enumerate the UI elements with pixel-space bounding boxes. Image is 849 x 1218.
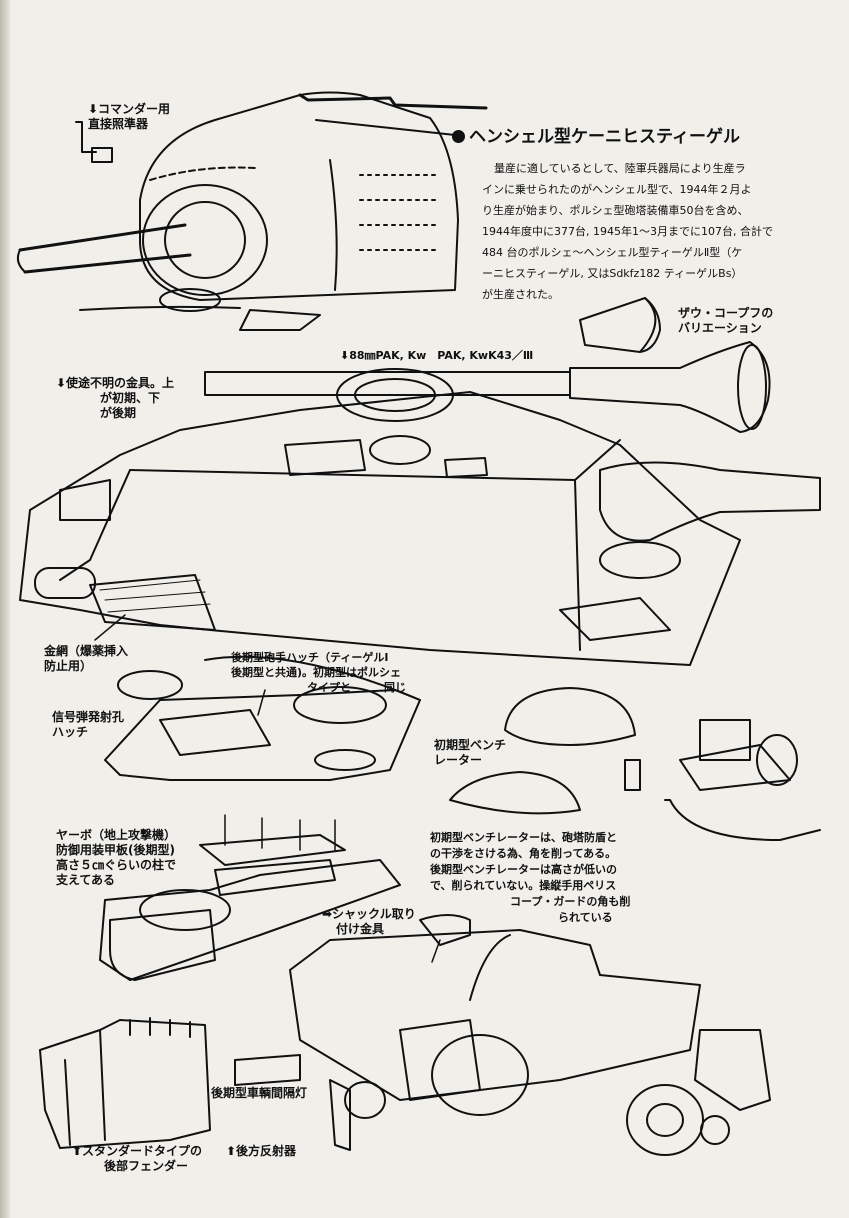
turret-top-view-illustration — [19, 368, 821, 666]
armor-plate-label: ヤーボ（地上攻撃機） 防御用装甲板(後期型) 高さ５㎝ぐらいの柱で 支えてある — [56, 828, 177, 887]
mantlet-variation-illustration — [204, 297, 771, 433]
article-body: 量産に適しているとして、陸軍兵器局により生産ラ インに乗せられたのがヘンシェル型… — [482, 162, 773, 301]
commander-sight-label: ⬇コマンダー用直接照準器 — [88, 102, 171, 131]
ventilator-note: 初期型ベンチレーターは、砲塔防盾と の干渉をさける為、角を削ってある。 後期型ベ… — [430, 831, 631, 924]
article-heading: ヘンシェル型ケーニヒスティーゲル — [452, 122, 740, 147]
hull-rear-illustration — [234, 914, 771, 1156]
fitting-label: ⬇使途不明の金具。上 が初期、下 が後期 — [56, 376, 175, 420]
reflector-label: ⬆後方反射器 — [226, 1144, 297, 1158]
turret-zimmerit-illustration — [16, 91, 488, 331]
armor-plate-illustration — [99, 814, 401, 981]
rear-fender-illustration — [39, 1017, 211, 1149]
gun-label: ⬇88㎜PAK, Kw PAK, KwK43／Ⅲ — [340, 349, 534, 362]
mesh-label: 金網（爆薬挿入防止用） — [44, 644, 129, 673]
ventilator-illustration — [449, 687, 821, 841]
early-ventilator-label: 初期型ベンチレーター — [434, 738, 507, 767]
shackle-label: ➡シャックル取り付け金具 — [322, 907, 416, 936]
rear-fender-label: ⬆スタンダードタイプの後部フェンダー — [72, 1144, 203, 1173]
convoy-light-label: 後期型車輌間隔灯 — [211, 1086, 308, 1100]
signal-port-label: 信号弾発射孔ハッチ — [52, 710, 125, 739]
loader-hatch-label: 後期型砲手ハッチ（ティーゲルⅠ 後期型と共通)。初期型はポルシェ タイプと 同じ — [231, 651, 406, 694]
hatch-detail-illustration — [104, 655, 421, 781]
page-edge — [0, 0, 10, 1218]
mantlet-variation-label: ザウ・コープフのバリエーション — [678, 306, 774, 335]
heading-bullet-icon — [452, 130, 465, 143]
commander-sight-illustration — [75, 121, 113, 163]
